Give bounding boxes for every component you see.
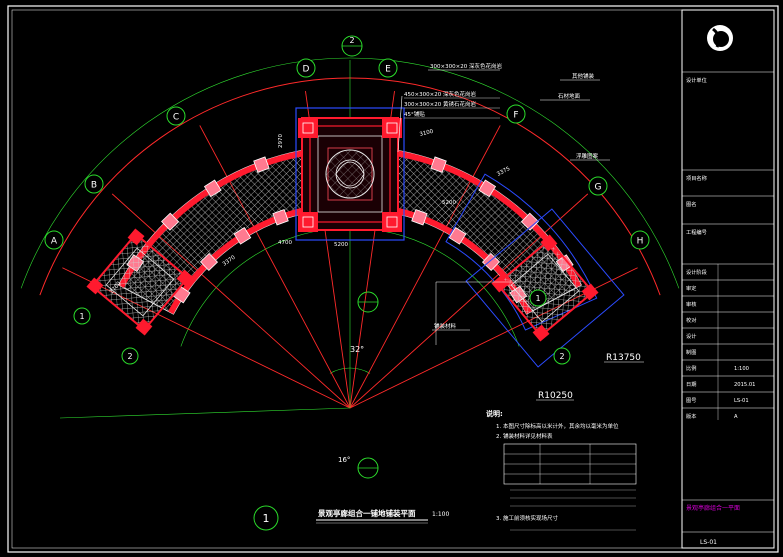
note-1: 1. 本图尺寸除标高以米计外，其余均以毫米为单位 (496, 422, 619, 430)
dimension-label: 3375 (496, 166, 512, 178)
grid-bubble: 1 (529, 289, 547, 307)
axis-bubble-g: G (588, 176, 608, 196)
material-note-1: 300×300×20 深灰色花岗岩 (430, 62, 502, 70)
note-2: 2. 铺装材料详见材料表 (496, 432, 553, 440)
notes-heading: 说明: (486, 409, 503, 418)
grid-label: 1 (79, 312, 84, 321)
dimension-label: 2970 (278, 134, 284, 148)
dimension-label: 5200 (442, 200, 456, 206)
drawing-scale: 1:100 (432, 511, 449, 518)
callout-3: 浮雕图案 (576, 152, 599, 160)
material-note-2: 450×300×20 深灰色花岗岩 (404, 90, 476, 98)
material-note-3: 300×300×20 黄锈石花岗岩 (404, 100, 476, 108)
right-pavilion (465, 208, 625, 368)
inner-radius-label: R10250 (538, 391, 573, 401)
axis-label: D (303, 65, 310, 75)
dimension-label: 5200 (334, 242, 348, 248)
title-block-row-label: 校对 (686, 316, 696, 324)
angle-label: 32° (350, 345, 364, 354)
callout-1: 其他铺装 (572, 72, 595, 80)
material-note-4: 45°铺贴 (404, 110, 425, 118)
title-block-row-label: 设计 (686, 332, 696, 340)
dimension-label: 3370 (222, 254, 237, 267)
dimension-label: 3100 (419, 129, 435, 138)
north-marker-label: 2 (349, 36, 354, 45)
title-block-row-label: 项目名称 (686, 174, 707, 182)
central-pavilion (295, 107, 405, 241)
title-block-row-label: 审核 (686, 300, 696, 308)
title-block-row-label: 版本 (686, 412, 696, 420)
title-block-row-value: A (734, 414, 738, 420)
axis-label: F (513, 111, 518, 121)
axis-label: C (173, 113, 179, 123)
title-block-row-label: 审定 (686, 284, 696, 292)
axis-bubble-d: D (296, 58, 316, 78)
company-logo (707, 25, 733, 51)
title-block-row-label: 图号 (686, 397, 696, 404)
axis-bubble-c: C (166, 106, 186, 126)
drawing-title: 景观亭廊组合一铺地铺装平面 (318, 508, 416, 518)
axis-bubble-h: H (630, 230, 650, 250)
axis-bubble-b: B (84, 174, 104, 194)
axis-label: B (91, 181, 97, 191)
axis-bubble-e: E (378, 58, 398, 78)
grid-bubble: 1 (73, 307, 91, 325)
title-block-row-label: 日期 (686, 381, 696, 388)
drawing-index: 1 (263, 512, 270, 525)
grid-bubble: 2 (121, 347, 139, 365)
right-callouts: 其他铺装 石材地面 浮雕图案 铺装材料 (432, 72, 610, 345)
axis-label: G (595, 183, 602, 193)
title-block-row-value: 1:100 (734, 366, 749, 372)
drawing-name-tag: 景观亭廊组合一平面 (686, 504, 740, 512)
title-block-row-label: 图名 (686, 200, 696, 208)
title-block-row-value: 2015.01 (734, 382, 755, 388)
axis-label: A (51, 237, 58, 247)
material-notes: 300×300×20 深灰色花岗岩 450×300×20 深灰色花岗岩 300×… (397, 62, 502, 153)
title-block-row-label: 比例 (686, 364, 696, 372)
drawing-frame (7, 5, 779, 553)
sheet-number: LS-01 (700, 539, 717, 546)
title-block-row-label: 工程编号 (686, 228, 707, 236)
outer-radius-label: R13750 (606, 353, 641, 363)
note-3: 3. 施工前须核实现场尺寸 (496, 514, 558, 522)
dimension-label: 4700 (278, 240, 292, 246)
angle-small-label: 16° (338, 456, 350, 464)
callout-4: 铺装材料 (434, 322, 457, 330)
center-marker (357, 291, 379, 479)
axis-markers: A B C D E F G H 1 2 1 2 (44, 58, 650, 365)
callout-2: 石材地面 (558, 92, 581, 100)
title-block-row-label: 设计阶段 (686, 268, 707, 276)
axis-label: E (385, 65, 391, 75)
grid-label: 2 (559, 352, 564, 361)
grid-label: 1 (535, 294, 540, 303)
axis-bubble-a: A (44, 230, 64, 250)
left-pavilion (86, 228, 194, 336)
grid-bubble: 2 (553, 347, 571, 365)
axis-bubble-f: F (506, 104, 526, 124)
title-block-row-value: LS-01 (734, 398, 749, 404)
drawing-title-area: 1 景观亭廊组合一铺地铺装平面 1:100 (253, 505, 449, 531)
notes-area: 说明: 1. 本图尺寸除标高以米计外，其余均以毫米为单位 2. 铺装材料详见材料… (486, 409, 637, 531)
title-block-row-label: 制图 (686, 348, 696, 356)
north-marker: 2 (341, 35, 363, 57)
grid-label: 2 (127, 352, 132, 361)
title-block-row-label: 设计单位 (686, 76, 707, 84)
axis-label: H (637, 237, 644, 247)
construction-lines (20, 57, 680, 419)
